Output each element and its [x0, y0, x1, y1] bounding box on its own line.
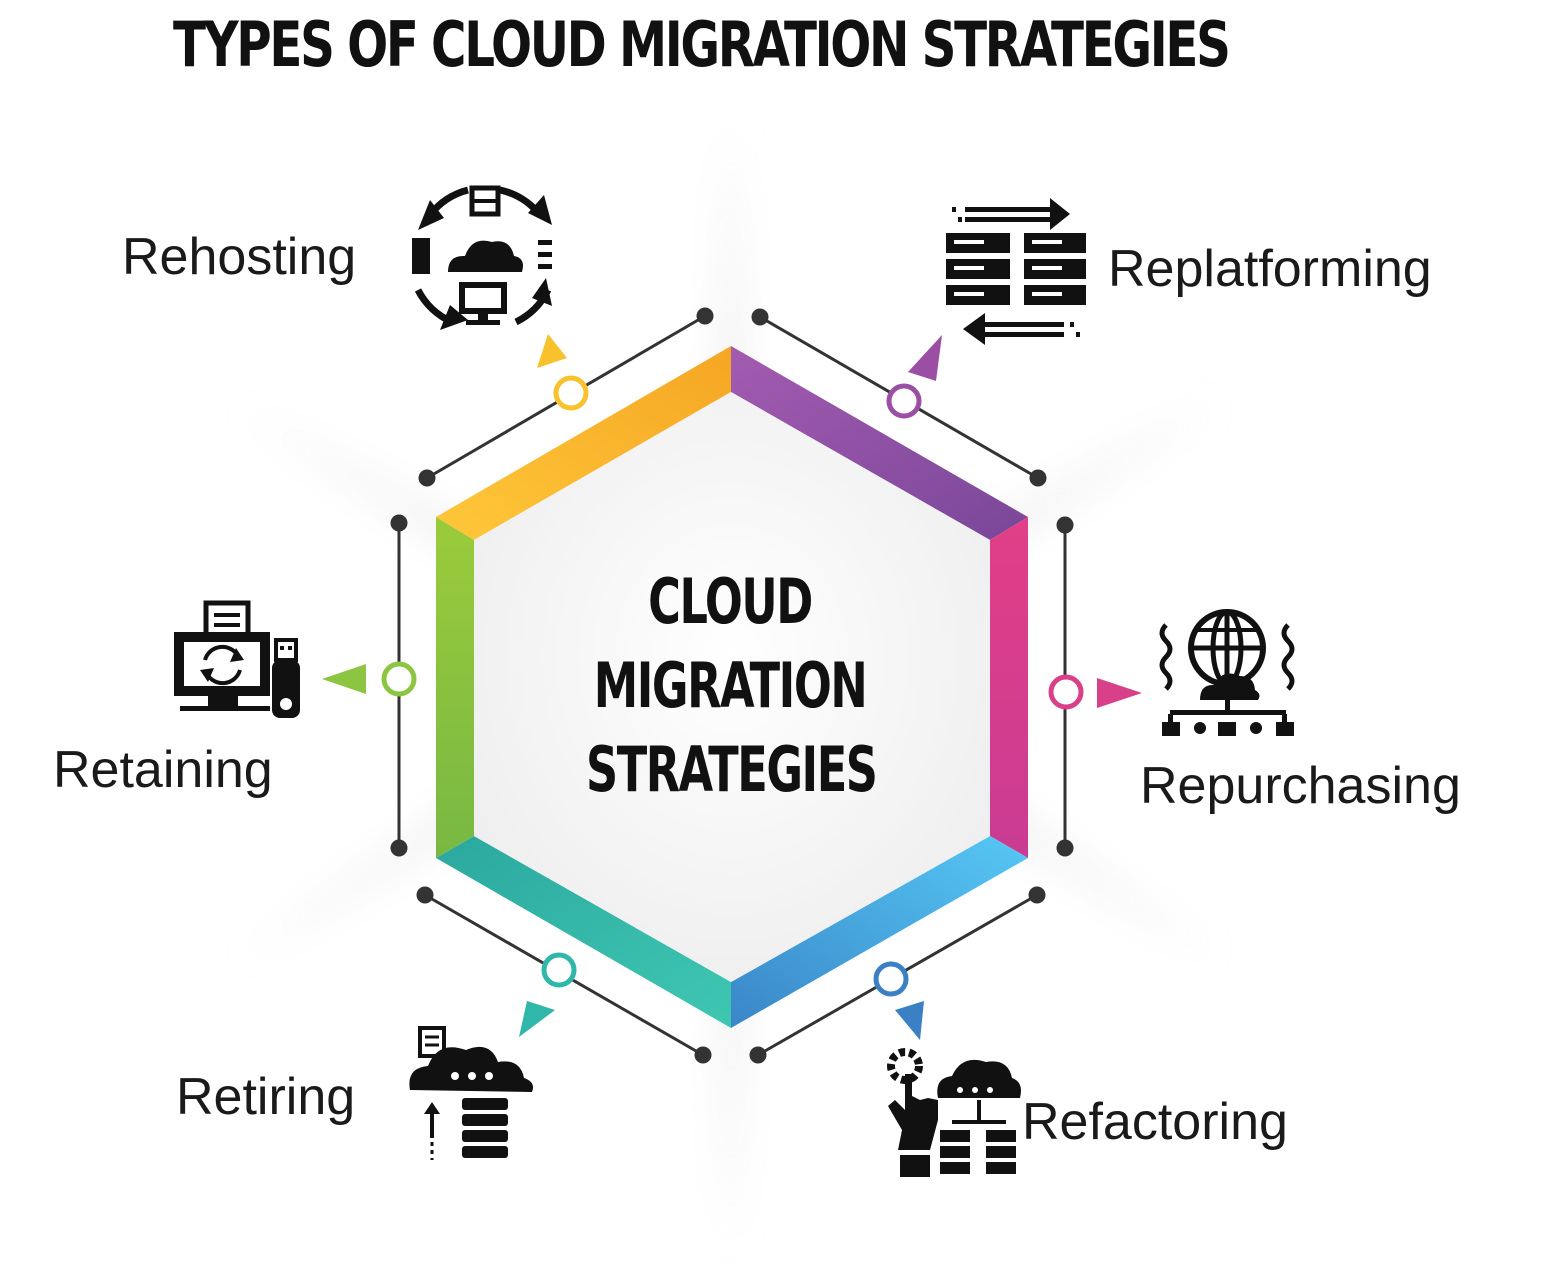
computer-usb-icon: [174, 600, 300, 718]
globe-cloud-network-icon: [1159, 609, 1295, 736]
page-title: TYPES OF CLOUD MIGRATION STRATEGIES: [172, 8, 1231, 81]
cloud-cycle-icon: [412, 185, 552, 330]
label-replatforming: Replatforming: [1108, 240, 1432, 298]
markers: [322, 334, 1142, 1040]
hand-gear-cloud-icon: [887, 1048, 1021, 1177]
marker-repurchasing: [1048, 674, 1084, 710]
marker-refactoring: [873, 961, 909, 997]
edge-purple: [731, 346, 1028, 540]
center-title: CLOUD MIGRATION STRATEGIES: [530, 560, 930, 812]
label-retiring: Retiring: [176, 1068, 356, 1126]
marker-retaining: [381, 661, 417, 697]
marker-retiring: [541, 952, 577, 988]
arrow-retiring: [519, 1001, 555, 1037]
center-title-line-2: MIGRATION: [593, 649, 868, 722]
marker-replatforming: [886, 383, 922, 419]
arrow-rehosting: [537, 334, 567, 368]
center-title-line-3: STRATEGIES: [586, 733, 878, 806]
label-repurchasing: Repurchasing: [1140, 757, 1461, 815]
label-rehosting: Rehosting: [122, 228, 357, 286]
edge-green: [436, 517, 474, 858]
center-title-line-1: CLOUD: [648, 565, 813, 638]
arrow-repurchasing: [1097, 678, 1142, 708]
arrow-retaining: [322, 664, 366, 694]
arrow-replatforming: [908, 335, 942, 381]
server-transfer-icon: [946, 198, 1086, 345]
label-retaining: Retaining: [53, 741, 273, 799]
edge-teal: [436, 836, 731, 1028]
arrow-refactoring: [895, 1001, 924, 1040]
marker-rehosting: [553, 375, 589, 411]
edge-yellow: [436, 346, 731, 540]
center-hexagon: [436, 346, 1028, 1028]
cloud-database-icon: [409, 1026, 533, 1160]
edge-pink: [990, 517, 1028, 858]
edge-blue: [731, 836, 1028, 1028]
label-refactoring: Refactoring: [1022, 1093, 1288, 1151]
